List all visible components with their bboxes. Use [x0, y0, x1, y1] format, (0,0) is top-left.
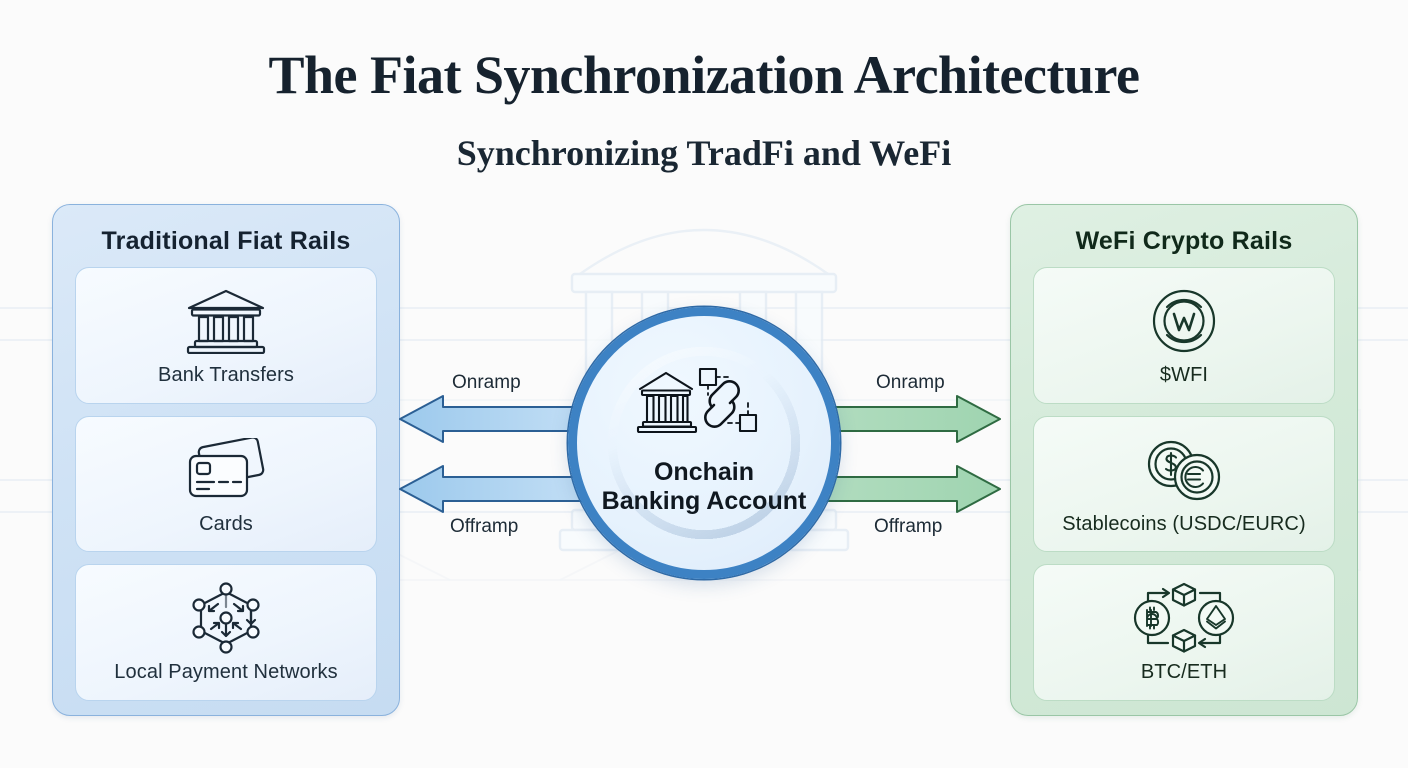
hub-content: Onchain Banking Account	[568, 307, 840, 579]
hub-label-line1: Onchain	[653, 457, 754, 486]
card-label: $WFI	[1159, 363, 1209, 386]
label-right-offramp: Offramp	[874, 516, 943, 537]
arrow-right-onramp	[811, 395, 1001, 443]
btc-eth-cycle-icon	[1132, 581, 1236, 655]
bank-chainlink-icon	[636, 367, 772, 450]
left-panel-title: Traditional Fiat Rails	[101, 227, 351, 255]
label-right-onramp: Onramp	[876, 372, 945, 393]
card-label: Cards	[199, 512, 253, 535]
card-bank-transfers[interactable]: Bank Transfers	[75, 267, 377, 404]
wfi-token-icon	[1148, 284, 1220, 358]
right-cards-list: $WFI Stablecoins (USDC/EURC)	[1033, 267, 1335, 702]
card-wfi-token[interactable]: $WFI	[1033, 267, 1335, 404]
card-local-payment-networks[interactable]: Local Payment Networks	[75, 564, 377, 702]
page-title: The Fiat Synchronization Architecture	[268, 45, 1140, 105]
card-label: BTC/ETH	[1140, 661, 1228, 684]
dollar-euro-coins-icon	[1140, 433, 1228, 507]
card-label: Stablecoins (USDC/EURC)	[1062, 512, 1306, 535]
left-cards-list: Bank Transfers Cards	[75, 267, 377, 702]
wefi-crypto-rails-panel: WeFi Crypto Rails $WFI	[1010, 204, 1358, 716]
label-left-offramp: Offramp	[450, 516, 519, 537]
arrow-right-offramp	[811, 465, 1001, 513]
hub-label: Onchain Banking Account	[602, 458, 807, 516]
hub-label-line2: Banking Account	[601, 486, 807, 515]
onchain-banking-account-hub[interactable]: Onchain Banking Account	[568, 307, 840, 579]
card-stablecoins[interactable]: Stablecoins (USDC/EURC)	[1033, 415, 1335, 553]
card-btc-eth[interactable]: BTC/ETH	[1033, 564, 1335, 702]
bank-building-icon	[183, 284, 269, 358]
card-cards[interactable]: Cards	[75, 415, 377, 553]
label-left-onramp: Onramp	[452, 372, 521, 393]
credit-cards-icon	[183, 433, 269, 507]
page-subtitle: Synchronizing TradFi and WeFi	[456, 133, 952, 173]
hub-ring	[568, 307, 840, 579]
right-panel-title: WeFi Crypto Rails	[1075, 227, 1293, 255]
network-nodes-icon	[187, 581, 265, 655]
traditional-fiat-rails-panel: Traditional Fiat Rails Bank Transfe	[52, 204, 400, 716]
card-label: Local Payment Networks	[114, 661, 338, 684]
card-label: Bank Transfers	[158, 363, 294, 386]
